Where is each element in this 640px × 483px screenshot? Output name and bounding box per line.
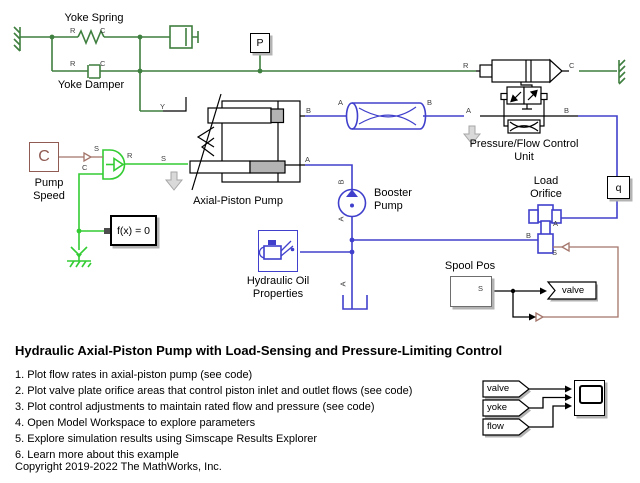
goto-valve-tag[interactable] bbox=[546, 281, 597, 300]
solver-configuration-block[interactable]: f(x) = 0 bbox=[110, 215, 157, 246]
port-label: S bbox=[94, 144, 100, 153]
yoke-mechanical-network[interactable] bbox=[13, 25, 626, 112]
port-label: B bbox=[336, 179, 346, 185]
position-sensor-label: P bbox=[256, 37, 264, 49]
solver-configuration-label: f(x) = 0 bbox=[117, 224, 150, 237]
spool-pos-label: Spool Pos bbox=[444, 260, 496, 272]
solver-port bbox=[104, 228, 110, 234]
hydraulic-junctions bbox=[349, 237, 355, 255]
translational-reference-left-icon[interactable] bbox=[13, 26, 21, 52]
oil-properties-block[interactable] bbox=[258, 230, 298, 272]
angular-velocity-source-icon[interactable] bbox=[102, 149, 126, 180]
port-label: A bbox=[305, 155, 311, 164]
input-annotation-arrows bbox=[164, 125, 482, 191]
flow-sensor-label: q bbox=[615, 181, 622, 194]
from-flow-tag[interactable] bbox=[482, 418, 530, 436]
copyright-text: Copyright 2019-2022 The MathWorks, Inc. bbox=[15, 461, 222, 473]
yoke-spring-label: Yoke Spring bbox=[64, 12, 124, 24]
pump-speed-source-letter: C bbox=[38, 148, 50, 165]
model-title: Hydraulic Axial-Piston Pump with Load-Se… bbox=[15, 343, 503, 358]
instruction-item-3[interactable]: 3. Plot control adjustments to maintain … bbox=[15, 401, 375, 413]
goto-valve-text: valve bbox=[562, 284, 585, 296]
port-label: S bbox=[161, 154, 167, 163]
translational-junctions bbox=[49, 34, 263, 74]
load-orifice-label: Load Orifice bbox=[530, 175, 562, 200]
port-label: R bbox=[70, 59, 76, 68]
axial-piston-pump-label: Axial-Piston Pump bbox=[193, 195, 283, 207]
ps-converter-icon[interactable] bbox=[535, 311, 545, 323]
rotational-reference-icon[interactable] bbox=[67, 246, 92, 268]
spool-pos-block[interactable] bbox=[450, 276, 492, 307]
oil-properties-label: Hydraulic Oil Properties bbox=[246, 275, 310, 300]
port-label: R bbox=[70, 26, 76, 35]
scope-screen-icon bbox=[579, 385, 603, 404]
port-label: C bbox=[82, 163, 88, 172]
signal-lines[interactable] bbox=[492, 287, 572, 428]
pump-speed-source-block[interactable]: C bbox=[29, 142, 59, 172]
port-label: C bbox=[100, 26, 106, 35]
rotational-junction bbox=[76, 228, 82, 234]
scope-block[interactable] bbox=[574, 380, 605, 416]
from-valve-text: valve bbox=[487, 383, 510, 394]
port-label: C bbox=[100, 59, 106, 68]
rotational-network[interactable] bbox=[67, 149, 188, 268]
port-label: B bbox=[427, 98, 433, 107]
port-label: A bbox=[338, 281, 348, 287]
pump-speed-label: Pump Speed bbox=[33, 177, 65, 202]
physical-signal-lines[interactable] bbox=[58, 151, 619, 323]
hard-stop-icon[interactable] bbox=[169, 25, 199, 49]
instruction-item-6[interactable]: 6. Learn more about this example bbox=[15, 449, 179, 461]
instruction-item-1[interactable]: 1. Plot flow rates in axial-piston pump … bbox=[15, 369, 253, 381]
port-label: S bbox=[478, 284, 484, 293]
translational-reference-right-icon[interactable] bbox=[618, 59, 626, 85]
control-unit-icon[interactable] bbox=[476, 58, 578, 134]
reservoir-icon[interactable] bbox=[342, 295, 368, 310]
load-orifice-icon[interactable] bbox=[528, 204, 562, 254]
port-label: Y bbox=[160, 102, 166, 111]
booster-pump-icon[interactable] bbox=[337, 188, 367, 218]
instruction-item-4[interactable]: 4. Open Model Workspace to explore param… bbox=[15, 417, 256, 429]
yoke-damper-label: Yoke Damper bbox=[57, 79, 125, 91]
port-label: A bbox=[553, 219, 559, 228]
booster-pump-label: Booster Pump bbox=[374, 187, 412, 212]
from-yoke-tag[interactable] bbox=[482, 399, 530, 417]
port-label: A bbox=[466, 106, 472, 115]
port-label: R bbox=[463, 61, 469, 70]
position-sensor-block[interactable]: P bbox=[250, 33, 270, 53]
instruction-item-5[interactable]: 5. Explore simulation results using Sims… bbox=[15, 433, 318, 445]
port-label: R bbox=[127, 151, 133, 160]
port-label: B bbox=[526, 231, 532, 240]
down-arrow-icon bbox=[164, 171, 184, 191]
port-label: C bbox=[569, 61, 575, 70]
from-flow-text: flow bbox=[487, 421, 504, 432]
yoke-spring-icon[interactable] bbox=[77, 28, 105, 46]
port-label: B bbox=[306, 106, 312, 115]
from-valve-tag[interactable] bbox=[482, 380, 530, 398]
yoke-damper-icon[interactable] bbox=[87, 64, 101, 79]
port-label: S bbox=[552, 248, 558, 257]
control-unit-label: Pressure/Flow Control Unit bbox=[469, 138, 579, 163]
pipe-icon[interactable] bbox=[345, 102, 427, 130]
instruction-item-2[interactable]: 2. Plot valve plate orifice areas that c… bbox=[15, 385, 413, 397]
signal-tags bbox=[482, 281, 598, 438]
oil-can-icon bbox=[258, 240, 295, 260]
hydraulic-network[interactable] bbox=[258, 102, 618, 310]
from-yoke-text: yoke bbox=[487, 402, 508, 413]
port-label: A bbox=[336, 216, 346, 222]
flow-sensor-block[interactable]: q bbox=[607, 176, 630, 199]
port-label: A bbox=[338, 98, 344, 107]
port-label: B bbox=[564, 106, 570, 115]
axial-piston-pump-icon[interactable] bbox=[163, 93, 305, 191]
down-arrow-icon bbox=[462, 125, 482, 145]
